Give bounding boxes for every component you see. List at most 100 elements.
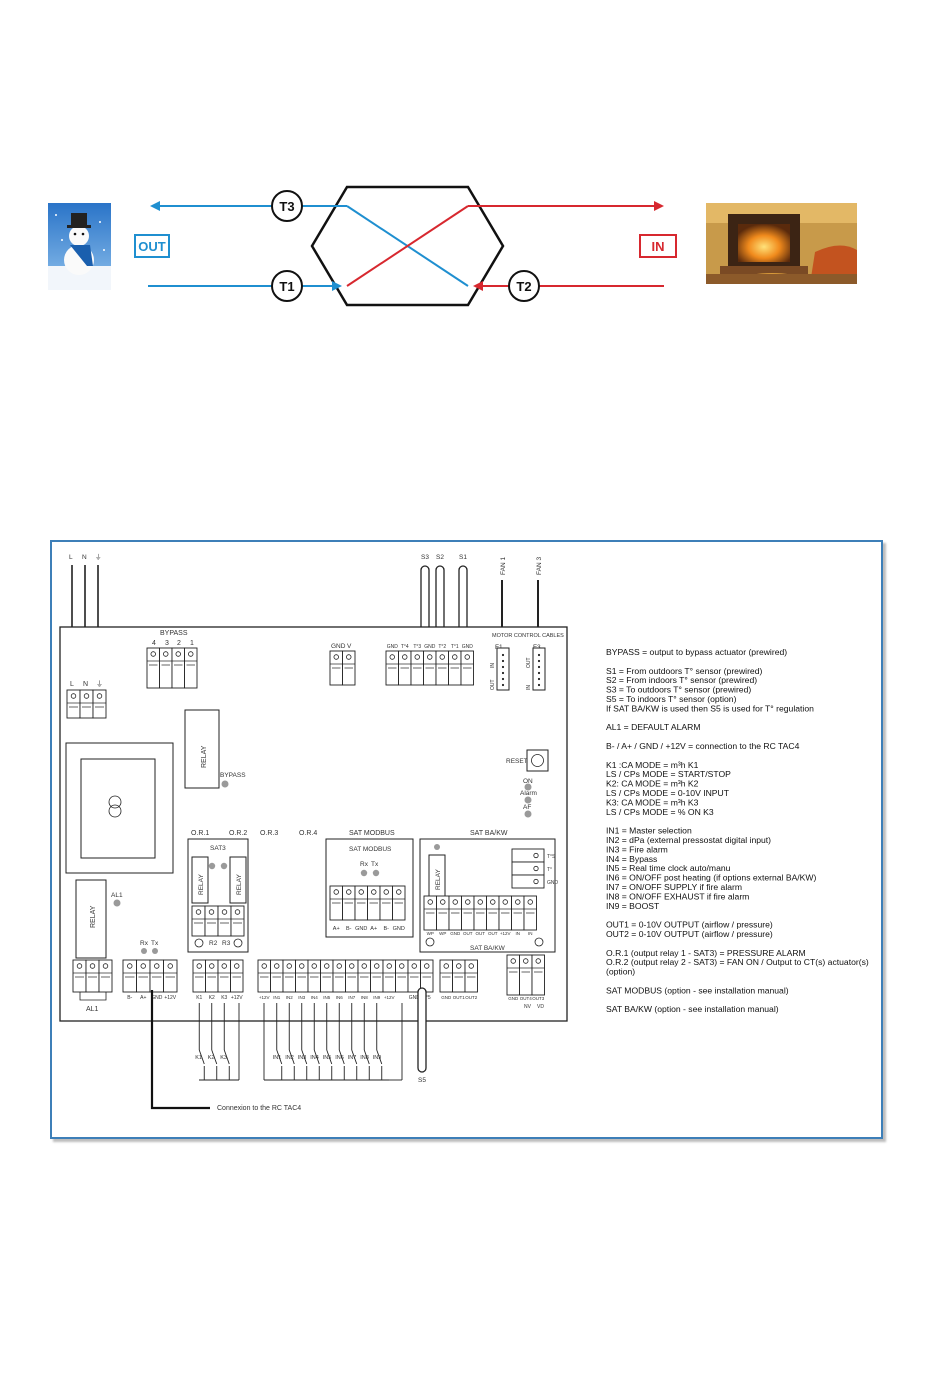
legend-line-34: O.R.2 (output relay 2 - SAT3) = FAN ON /… xyxy=(606,957,869,967)
bypass-terminal-4[interactable] xyxy=(184,647,198,689)
in-terminal-label-10: IN9 xyxy=(373,995,381,1000)
svg-text:Rx: Rx xyxy=(140,940,149,947)
modbus-tx-led xyxy=(372,869,380,877)
svg-text:IN: IN xyxy=(526,685,532,690)
s5-terminal-2[interactable] xyxy=(420,959,434,993)
bakw-terminal-label-5: OUT xyxy=(476,931,486,936)
bakw-terminal-label-3: GND xyxy=(450,931,461,936)
in-terminal-label-4: IN3 xyxy=(298,995,306,1000)
legend-line-16: LS / CPs MODE = 0-10V INPUT xyxy=(606,788,730,798)
svg-text:O.R.1: O.R.1 xyxy=(191,830,209,837)
rc-terminal-label-3: GND xyxy=(151,995,163,1001)
legend-line-28: IN9 = BOOST xyxy=(606,901,660,911)
on-led xyxy=(524,783,532,791)
mains-terminal-block[interactable] xyxy=(66,689,107,719)
wire-label-s2: S2 xyxy=(436,554,444,561)
sensor-terminal-label-3: T°3 xyxy=(413,644,421,650)
fan3-connector[interactable] xyxy=(532,647,546,691)
rc-terminal-block[interactable] xyxy=(122,959,178,993)
in-label: IN xyxy=(652,239,665,254)
sensor-terminal-block[interactable] xyxy=(385,650,474,686)
bakw-terminal-label-2: WP xyxy=(439,931,446,936)
k-switch-label-2: K2 xyxy=(208,1055,215,1061)
nv-terminal-block[interactable] xyxy=(506,954,545,996)
in-terminal-label-1: +12V xyxy=(259,995,270,1000)
airflow-diagram: OUT IN T3 T1 T2 xyxy=(48,185,857,307)
out-terminal-3[interactable] xyxy=(464,959,478,993)
in-terminal-label-9: IN8 xyxy=(361,995,369,1000)
wire-label-pe: ⏚ xyxy=(95,553,102,561)
modbus-terminal-label-1: A+ xyxy=(333,926,340,932)
in-terminal-label-7: IN6 xyxy=(336,995,344,1000)
fan1-connector[interactable] xyxy=(496,647,510,691)
bakw-side-terminal-3[interactable] xyxy=(511,874,545,889)
in-terminal-label-8: IN7 xyxy=(348,995,356,1000)
legend-line-20: IN1 = Master selection xyxy=(606,826,692,836)
al1-terminal-3[interactable] xyxy=(98,959,113,993)
motor-control-label: MOTOR CONTROL CABLES xyxy=(492,633,564,639)
in-terminal-block[interactable] xyxy=(257,959,409,993)
legend-line-11: B- / A+ / GND / +12V = connection to the… xyxy=(606,741,800,751)
sensor-t3: T3 xyxy=(271,190,303,222)
bypass-terminal-block[interactable] xyxy=(146,647,198,689)
bakw-side-terminal-2[interactable] xyxy=(511,861,545,876)
wire-label-n: N xyxy=(82,554,87,561)
k-terminal-label-1: K1 xyxy=(196,995,202,1001)
rc-terminal-4[interactable] xyxy=(163,959,178,993)
bakw-terminal-label-8: IN xyxy=(516,931,521,936)
s5-terminal-block[interactable] xyxy=(407,959,434,993)
sensor-terminal-label-1: GND xyxy=(387,644,399,650)
legend-line-14: LS / CPs MODE = START/STOP xyxy=(606,769,731,779)
legend-line-5: S3 = To outdoors T° sensor (prewired) xyxy=(606,685,751,695)
k-terminal-4[interactable] xyxy=(230,959,244,993)
al1-led xyxy=(113,899,121,907)
al1-relay xyxy=(75,879,107,959)
svg-text:AL1: AL1 xyxy=(86,1006,99,1013)
legend-line-17: K3: CA MODE = m³h K3 xyxy=(606,797,699,807)
bakw-side-terminal-1[interactable] xyxy=(511,848,545,863)
svg-text:O.R.4: O.R.4 xyxy=(299,830,317,837)
wire-label-fan1: FAN 1 xyxy=(500,557,507,575)
out-badge: OUT xyxy=(134,234,170,258)
modbus-terminal-block[interactable] xyxy=(329,885,406,921)
modbus-terminal-label-6: GND xyxy=(393,926,405,932)
k-terminal-block[interactable] xyxy=(192,959,244,993)
legend-line-21: IN2 = dPa (external pressostat digital i… xyxy=(606,835,771,845)
gnd-v-terminal-block[interactable] xyxy=(329,650,356,686)
bakw-side-label-3: GND xyxy=(547,880,559,886)
mains-terminal-3[interactable] xyxy=(92,689,107,719)
svg-text:OUT: OUT xyxy=(526,657,532,668)
bypass-led xyxy=(221,780,229,788)
bakw-terminal-block[interactable] xyxy=(423,895,537,931)
in-switch-label-4: IN4 xyxy=(310,1055,319,1061)
modbus-terminal-label-3: GND xyxy=(355,926,367,932)
out-terminal-block[interactable] xyxy=(439,959,478,993)
wire-label-l: L xyxy=(69,554,73,561)
legend-line-30: OUT1 = 0-10V OUTPUT (airflow / pressure) xyxy=(606,920,773,930)
legend-line-27: IN8 = ON/OFF EXHAUST if fire alarm xyxy=(606,891,749,901)
snowman-image xyxy=(48,203,111,290)
rc-terminal-label-1: B- xyxy=(127,995,132,1001)
legend-line-37: SAT MODBUS (option - see installation ma… xyxy=(606,985,789,995)
reset-button[interactable] xyxy=(526,749,549,772)
nv-terminal-label-3: OUT3 xyxy=(532,996,544,1001)
bakw-side-label-2: T° xyxy=(547,867,552,873)
modbus-rx-led xyxy=(360,869,368,877)
sensor-terminal-label-2: T°4 xyxy=(401,644,409,650)
sat3-terminal-4[interactable] xyxy=(230,905,245,937)
nv-terminal-3[interactable] xyxy=(531,954,545,996)
k-terminal-label-3: K3 xyxy=(221,995,227,1001)
bakw-side-terminals[interactable]: T°ST°GND xyxy=(511,848,559,889)
sensor-t1-label: T1 xyxy=(279,279,294,294)
in-switch-label-2: IN2 xyxy=(285,1055,294,1061)
out-terminal-label-3: OUT2 xyxy=(465,995,477,1000)
in-switch-label-5: IN5 xyxy=(323,1055,332,1061)
sensor-t3-label: T3 xyxy=(279,199,294,214)
out-terminal-label-1: GND xyxy=(441,995,452,1000)
svg-text:RELAY: RELAY xyxy=(435,869,442,890)
sat3-terminal-block[interactable] xyxy=(191,905,245,937)
out-terminal-label-2: OUT1 xyxy=(453,995,465,1000)
nv-terminal-label-1: GND xyxy=(508,996,519,1001)
wiring-diagram: L N ⏚ S3 S2 S1 FAN 1 FAN 3 BYPASS 4 3 2 … xyxy=(59,553,869,1112)
al1-terminal-block[interactable] xyxy=(72,959,113,1001)
